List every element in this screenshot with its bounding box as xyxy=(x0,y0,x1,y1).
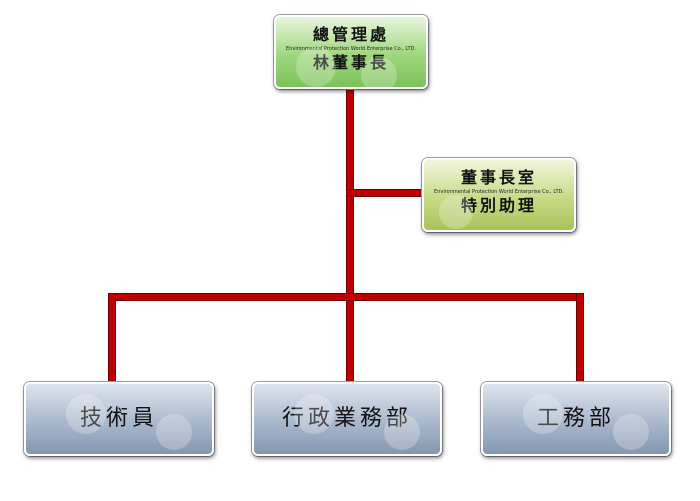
node-label: 技術員 xyxy=(79,406,158,431)
connector-right xyxy=(577,294,583,384)
company-name: Environmental Protection World Enterpris… xyxy=(434,189,564,195)
node-admin-business[interactable]: 行政業務部 xyxy=(252,382,442,456)
node-label: 行政業務部 xyxy=(281,406,412,431)
connector-trunk xyxy=(347,88,353,384)
connector-assistant xyxy=(350,190,422,196)
node-engineering[interactable]: 工務部 xyxy=(481,382,671,456)
connector-branch xyxy=(109,294,583,300)
company-name: Environmental Protection World Enterpris… xyxy=(286,46,416,52)
connector-left xyxy=(109,294,115,384)
node-title: 總管理處 xyxy=(312,25,389,44)
node-title: 董事長室 xyxy=(460,168,537,187)
node-chairman-office[interactable]: 董事長室 Environmental Protection World Ente… xyxy=(422,158,576,232)
node-role: 特別助理 xyxy=(460,196,537,215)
node-role: 林董事長 xyxy=(312,53,389,72)
node-general-management[interactable]: 總管理處 Environmental Protection World Ente… xyxy=(274,15,428,89)
node-label: 工務部 xyxy=(536,406,615,431)
node-technician[interactable]: 技術員 xyxy=(24,382,214,456)
